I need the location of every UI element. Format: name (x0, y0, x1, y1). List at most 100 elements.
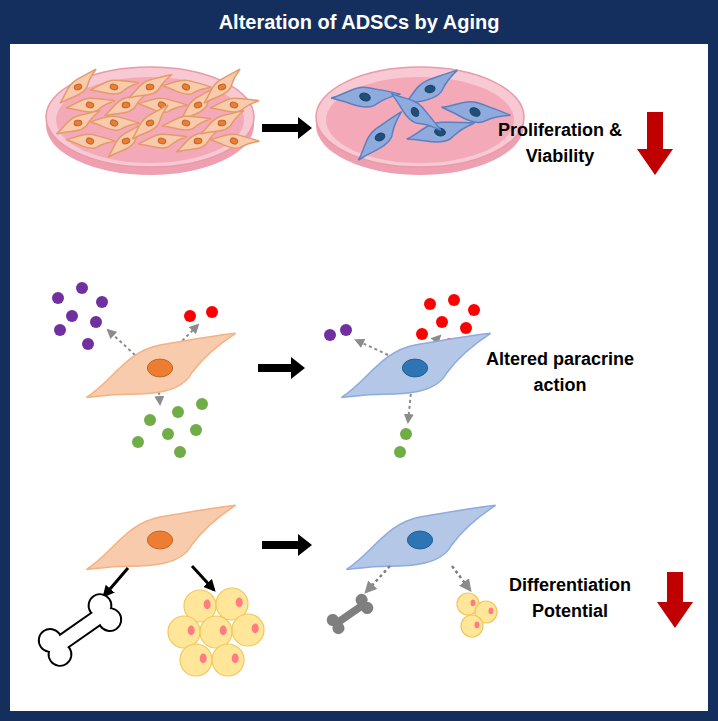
row-label: Differentiation Potential (495, 572, 645, 624)
factor-dot (394, 446, 406, 458)
cell (342, 333, 491, 397)
cell (87, 505, 236, 569)
adipocyte-nucleus (220, 626, 227, 636)
process-arrow (262, 534, 312, 556)
cell (199, 110, 246, 133)
secreted-factors (324, 324, 352, 341)
nucleus (230, 101, 239, 108)
factor-dot (132, 436, 144, 448)
factor-dot (172, 406, 184, 418)
adipocyte (461, 615, 483, 637)
cell (391, 81, 441, 142)
cell (87, 333, 236, 397)
cells (53, 68, 259, 159)
panel (10, 44, 708, 711)
adipocyte-nucleus (236, 598, 243, 608)
decrease-arrow (657, 572, 693, 628)
cell (347, 112, 412, 160)
adipocyte-cluster (168, 588, 264, 676)
factor-dot (52, 292, 64, 304)
nucleus (109, 119, 118, 127)
factor-dot (162, 428, 174, 440)
factor-dot (190, 424, 202, 436)
nucleus (110, 83, 119, 90)
nucleus (229, 137, 238, 145)
nucleus (86, 101, 95, 108)
nucleus (122, 102, 130, 108)
nucleus (468, 106, 481, 118)
adipocyte-nucleus (188, 626, 195, 636)
secretion-arrow (356, 340, 388, 355)
adipocyte (212, 644, 244, 676)
factor-dot (460, 322, 472, 334)
factor-dot (184, 310, 196, 322)
secreted-factors (52, 282, 108, 350)
lineage-arrow (104, 568, 128, 596)
process-arrow (258, 357, 305, 379)
cell-body (347, 505, 496, 569)
nucleus (374, 132, 386, 143)
nucleus (194, 138, 202, 144)
nucleus (410, 106, 421, 118)
cell-body (391, 81, 441, 142)
bone-part (95, 605, 124, 634)
bone-part (359, 600, 376, 617)
factor-dot (448, 294, 460, 306)
factor-dot (206, 306, 218, 318)
factor-dot (76, 282, 88, 294)
nucleus (85, 137, 94, 145)
cell-body (87, 333, 236, 397)
adipocyte (168, 616, 200, 648)
adipocyte (200, 616, 232, 648)
cell-body (342, 333, 491, 397)
factor-dot (468, 304, 480, 316)
factor-dot (90, 316, 102, 328)
factor-dot (416, 328, 428, 340)
adipocyte-nucleus (204, 600, 211, 610)
nucleus (402, 359, 427, 377)
cell (331, 72, 400, 120)
petri-dish (316, 67, 524, 175)
nucleus (424, 85, 435, 94)
row-label: Altered paracrine action (471, 346, 649, 398)
bone-part (330, 620, 347, 637)
adipocyte-nucleus (489, 608, 494, 615)
adipocyte-nucleus (471, 600, 476, 607)
petri-dish (46, 67, 259, 175)
nucleus (145, 119, 154, 127)
adipocyte-cluster (457, 593, 497, 637)
factor-dot (82, 338, 94, 350)
process-arrow (262, 117, 312, 139)
decrease-arrow (637, 112, 673, 175)
lineage-arrow (192, 566, 214, 590)
factor-dot (340, 324, 352, 336)
bone-part (45, 640, 74, 669)
nucleus (74, 120, 82, 126)
nucleus (359, 92, 372, 103)
factor-dot (196, 398, 208, 410)
factor-dot (324, 329, 336, 341)
adipocyte-nucleus (252, 624, 259, 634)
nucleus (218, 120, 226, 126)
nucleus (158, 137, 167, 144)
secreted-factors (394, 428, 412, 458)
secretion-arrow (452, 566, 470, 590)
nucleus (217, 83, 226, 91)
nucleus (73, 83, 82, 91)
nucleus (407, 531, 432, 549)
nucleus (147, 359, 172, 377)
bone-icon (33, 588, 127, 671)
diagram-title: Alteration of ADSCs by Aging (219, 10, 500, 34)
factor-dot (400, 428, 412, 440)
nucleus (181, 83, 190, 91)
dish-rim (316, 67, 524, 167)
factor-dot (144, 414, 156, 426)
factor-dot (174, 446, 186, 458)
nucleus (182, 119, 191, 126)
nucleus (146, 84, 154, 90)
nucleus (147, 531, 172, 549)
cell-body (210, 122, 259, 159)
secreted-factors (132, 398, 208, 458)
adipocyte-nucleus (232, 654, 239, 664)
